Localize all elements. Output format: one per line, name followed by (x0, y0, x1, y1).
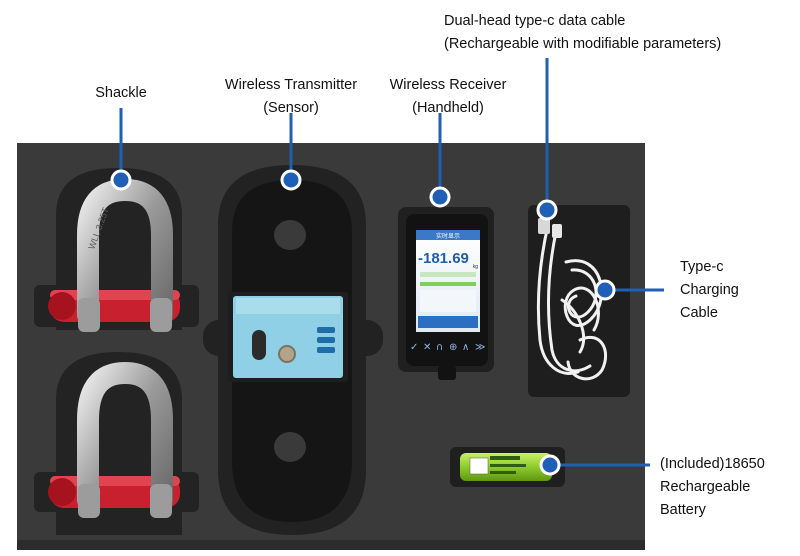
transmitter-port (252, 330, 266, 360)
marker-battery (539, 454, 561, 476)
receiver-nav-buttons: ✓ ✕ ∩ ⊕ ∧ ≫ (410, 342, 485, 353)
label-battery-line3: Battery (660, 502, 706, 518)
shackle-bottom (48, 361, 180, 518)
receiver-nav-button: ⊕ (449, 342, 457, 353)
callout-lines (119, 58, 664, 467)
label-transmitter-line2: (Sensor) (263, 100, 319, 116)
type-c-connector (538, 218, 550, 234)
receiver-nav-button: ∩ (436, 342, 443, 353)
receiver-reading: -181.69 (418, 250, 469, 267)
receiver-nav-button: ✓ (410, 342, 418, 353)
label-data-cable-line1: Dual-head type-c data cable (444, 13, 626, 29)
charging-cable-coil (536, 223, 608, 381)
label-charging-cable: Type-c Charging Cable (680, 256, 739, 325)
transmitter-top-hole (274, 220, 306, 250)
label-transmitter-line1: Wireless Transmitter (224, 77, 358, 93)
label-charging-line2: Charging (680, 282, 739, 298)
receiver-nav-button: ∧ (462, 342, 469, 353)
label-charging-line3: Cable (680, 305, 718, 321)
label-charging-line1: Type-c (680, 259, 724, 275)
label-receiver: Wireless Receiver (Handheld) (378, 74, 518, 120)
label-data-cable-line2: (Rechargeable with modifiable parameters… (444, 36, 722, 52)
label-transmitter: Wireless Transmitter (Sensor) (210, 74, 372, 120)
transmitter-power-button (278, 345, 296, 363)
marker-transmitter (280, 169, 302, 191)
receiver-nav-button: ≫ (475, 342, 485, 353)
label-shackle: Shackle (80, 82, 162, 105)
receiver-antenna (438, 366, 456, 380)
label-data-cable: Dual-head type-c data cable (Rechargeabl… (444, 10, 721, 56)
marker-data-cable (536, 199, 558, 221)
battery-18650 (460, 453, 552, 481)
marker-shackle (110, 169, 132, 191)
foam-case-bottom-edge (17, 540, 645, 550)
label-receiver-line2: (Handheld) (412, 100, 484, 116)
label-receiver-line1: Wireless Receiver (389, 77, 507, 93)
label-battery-line1: (Included)18650 (660, 456, 765, 472)
transmitter-bottom-hole (274, 432, 306, 462)
receiver-unit: kg (473, 264, 479, 270)
wireless-transmitter (228, 180, 352, 522)
label-shackle-text: Shackle (95, 85, 147, 101)
label-battery: (Included)18650 Rechargeable Battery (660, 453, 765, 522)
receiver-nav-button: ✕ (423, 342, 431, 353)
receiver-screen-title: 实时显示 (436, 232, 460, 240)
label-battery-line2: Rechargeable (660, 479, 751, 495)
marker-charging-cable (594, 279, 616, 301)
receiver-screen (416, 230, 480, 332)
marker-receiver (429, 186, 451, 208)
callout-markers (110, 169, 616, 476)
wireless-receiver: 实时显示 -181.69 kg ✓ ✕ ∩ ⊕ ∧ ≫ (406, 214, 488, 380)
